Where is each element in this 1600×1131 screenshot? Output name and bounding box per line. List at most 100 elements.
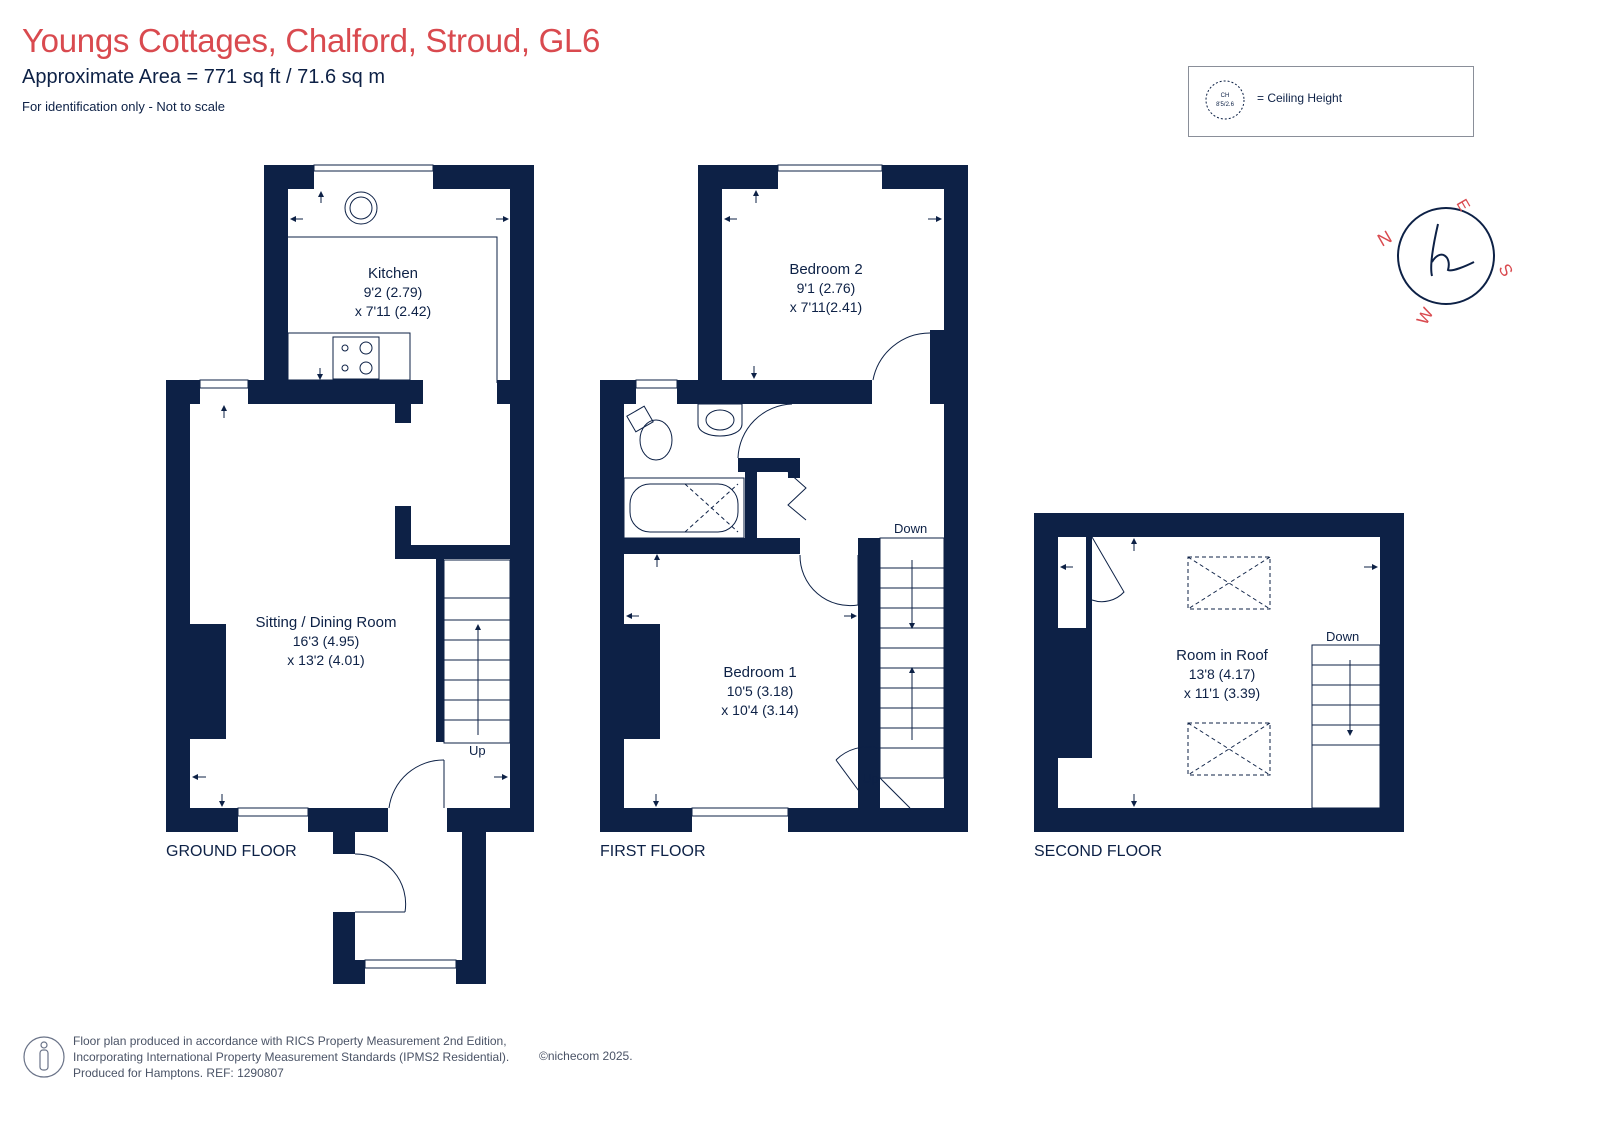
- compass-south: S: [1495, 261, 1517, 280]
- legend-symbol-line2: 8'5/2.6: [1216, 102, 1234, 108]
- approximate-area: Approximate Area = 771 sq ft / 71.6 sq m: [22, 66, 385, 88]
- wall: [333, 960, 365, 984]
- wall: [745, 458, 757, 540]
- second-stairs-down: Down: [1326, 629, 1359, 644]
- window: [691, 807, 789, 817]
- room-in-roof-dim1: 13'8 (4.17): [1189, 666, 1256, 682]
- footer-line-3: Produced for Hamptons. REF: 1290807: [73, 1066, 284, 1080]
- bedroom2-name: Bedroom 2: [789, 261, 862, 278]
- wall: [944, 380, 968, 832]
- wall: [698, 165, 722, 403]
- bedroom2-dim2: x 7'11(2.41): [790, 299, 862, 315]
- wall: [600, 380, 624, 832]
- wall: [1086, 537, 1092, 634]
- legend-symbol-line1: CH: [1221, 93, 1230, 99]
- wall: [248, 380, 423, 404]
- chimney-breast: [1058, 634, 1092, 758]
- compass-west: W: [1413, 305, 1437, 328]
- window: [237, 807, 309, 817]
- first-floor-labels: Bedroom 2 9'1 (2.76) x 7'11(2.41) Bedroo…: [600, 261, 927, 860]
- wall: [308, 808, 388, 832]
- wall: [462, 832, 486, 984]
- wall: [264, 165, 288, 403]
- legend-label: = Ceiling Height: [1257, 91, 1343, 105]
- plan-title: Youngs Cottages, Chalford, Stroud, GL6: [22, 22, 601, 59]
- window: [199, 379, 249, 389]
- copyright: ©nichecom 2025.: [539, 1049, 633, 1063]
- basin-icon: [697, 403, 743, 437]
- chimney-breast: [624, 624, 660, 739]
- ground-floor-label: GROUND FLOOR: [166, 843, 297, 860]
- wall: [1380, 513, 1404, 832]
- skylight-icon: [1187, 556, 1271, 610]
- wall: [788, 808, 968, 832]
- sink-icon: [344, 191, 378, 225]
- disclaimer: For identification only - Not to scale: [22, 99, 226, 114]
- wall: [447, 808, 534, 832]
- ceiling-height-legend: [1188, 66, 1474, 137]
- kitchen-dim2: x 7'11 (2.42): [355, 303, 431, 319]
- info-person-icon: [23, 1036, 65, 1078]
- wall: [1058, 628, 1092, 636]
- wall: [333, 832, 355, 854]
- first-stairs-up: Up: [862, 771, 879, 786]
- bedroom1-dim2: x 10'4 (3.14): [721, 702, 798, 718]
- bedroom2-dim1: 9'1 (2.76): [797, 280, 856, 296]
- kitchen-name: Kitchen: [368, 265, 418, 282]
- second-floor-fixtures: [1060, 536, 1381, 809]
- ground-floor-fixtures: [192, 191, 511, 913]
- chimney-breast: [190, 624, 226, 739]
- footer-notes: Floor plan produced in accordance with R…: [73, 1033, 509, 1081]
- compass-rose: N E S W: [1374, 197, 1517, 329]
- window: [635, 379, 678, 389]
- first-floor-label: FIRST FLOOR: [600, 843, 706, 860]
- ground-floor: [166, 164, 534, 984]
- wall: [166, 808, 238, 832]
- bath-icon: [629, 483, 739, 533]
- wall: [677, 380, 722, 404]
- second-floor-labels: Room in Roof 13'8 (4.17) x 11'1 (3.39) D…: [1034, 629, 1359, 860]
- wall: [788, 458, 800, 478]
- wall: [510, 380, 534, 832]
- wall: [395, 545, 534, 559]
- compass-north: N: [1374, 227, 1395, 251]
- logo-mark-icon: [1430, 223, 1475, 277]
- window: [364, 959, 457, 969]
- window: [313, 164, 434, 172]
- toilet-icon: [639, 419, 673, 461]
- first-stairs-down: Down: [894, 521, 927, 536]
- wall: [436, 559, 444, 742]
- sitting-room-dim2: x 13'2 (4.01): [287, 652, 364, 668]
- window: [777, 164, 883, 172]
- wall: [1034, 808, 1404, 832]
- ceiling-height-symbol: CH 8'5/2.6: [1205, 80, 1245, 120]
- hob-icon: [332, 336, 380, 380]
- skylight-icon: [1187, 722, 1271, 776]
- first-floor: [600, 164, 968, 832]
- wall: [624, 538, 800, 554]
- second-floor-label: SECOND FLOOR: [1034, 843, 1162, 860]
- wall: [395, 380, 411, 423]
- sitting-room-dim1: 16'3 (4.95): [293, 633, 360, 649]
- footer-line-2: Incorporating International Property Mea…: [73, 1050, 510, 1064]
- wall: [944, 165, 968, 383]
- footer-line-1: Floor plan produced in accordance with R…: [73, 1034, 507, 1048]
- wall: [1034, 513, 1058, 832]
- first-floor-fixtures: [623, 190, 945, 809]
- wall: [858, 538, 880, 808]
- sitting-room-name: Sitting / Dining Room: [256, 614, 397, 631]
- wall: [930, 330, 944, 382]
- kitchen-dim1: 9'2 (2.79): [364, 284, 423, 300]
- wall: [1034, 513, 1404, 537]
- ground-floor-labels: Kitchen 9'2 (2.79) x 7'11 (2.42) Sitting…: [166, 265, 486, 860]
- room-in-roof-dim2: x 11'1 (3.39): [1184, 685, 1260, 701]
- room-in-roof-name: Room in Roof: [1176, 647, 1269, 664]
- bedroom1-dim1: 10'5 (3.18): [727, 683, 794, 699]
- bedroom1-name: Bedroom 1: [723, 664, 796, 681]
- wall: [510, 165, 534, 383]
- wall: [600, 808, 692, 832]
- second-floor: [1034, 513, 1404, 832]
- wall: [166, 380, 190, 832]
- wall: [456, 960, 486, 984]
